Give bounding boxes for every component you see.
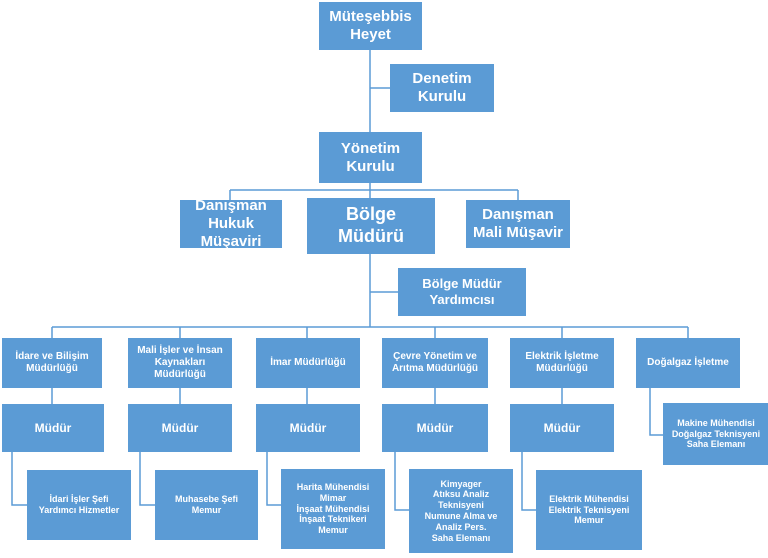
manager-cevre: Müdür (382, 404, 488, 452)
staff-mali: Muhasebe Şefi Memur (155, 470, 258, 540)
manager-elektrik: Müdür (510, 404, 614, 452)
yonetim-kurulu-box: Yönetim Kurulu (319, 132, 422, 183)
mutesebbis-heyet-box: Müteşebbis Heyet (319, 2, 422, 50)
manager-idare: Müdür (2, 404, 104, 452)
dept-imar: İmar Müdürlüğü (256, 338, 360, 388)
dept-mali-isler: Mali İşler ve İnsan Kaynakları Müdürlüğü (128, 338, 232, 388)
dept-idare-bilisim: İdare ve Bilişim Müdürlüğü (2, 338, 102, 388)
staff-imar: Harita Mühendisi Mimar İnşaat Mühendisi … (281, 469, 385, 549)
staff-idare: İdari İşler Şefi Yardımcı Hizmetler (27, 470, 131, 540)
bolge-mudur-yardimcisi-box: Bölge Müdür Yardımcısı (398, 268, 526, 316)
denetim-kurulu-box: Denetim Kurulu (390, 64, 494, 112)
manager-mali: Müdür (128, 404, 232, 452)
staff-elektrik: Elektrik Mühendisi Elektrik Teknisyeni M… (536, 470, 642, 550)
dept-elektrik: Elektrik İşletme Müdürlüğü (510, 338, 614, 388)
mali-musavir-box: Danışman Mali Müşavir (466, 200, 570, 248)
manager-imar: Müdür (256, 404, 360, 452)
dept-cevre-yonetim: Çevre Yönetim ve Arıtma Müdürlüğü (382, 338, 488, 388)
staff-cevre: Kimyager Atıksu Analiz Teknisyeni Numune… (409, 469, 513, 553)
dept-dogalgaz: Doğalgaz İşletme (636, 338, 740, 388)
staff-dogalgaz: Makine Mühendisi Doğalgaz Teknisyeni Sah… (663, 403, 768, 465)
bolge-muduru-box: Bölge Müdürü (307, 198, 435, 254)
hukuk-musaviri-box: Danışman Hukuk Müşaviri (180, 197, 282, 250)
